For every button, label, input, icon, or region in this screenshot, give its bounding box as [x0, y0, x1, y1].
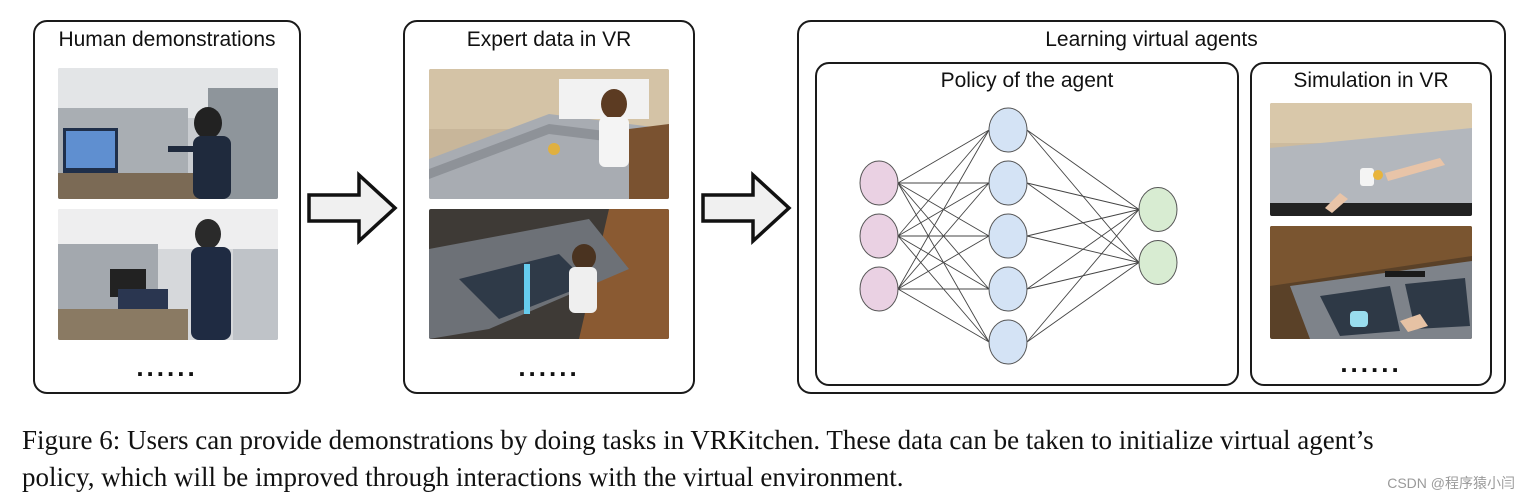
nn-hidden-node-0: [988, 107, 1028, 153]
simulation-title: Simulation in VR: [1293, 69, 1449, 92]
nn-edge-0-2-2: [897, 235, 990, 290]
figure-caption: Figure 6: Users can provide demonstratio…: [22, 422, 1512, 496]
nn-edge-0-2-4: [897, 288, 990, 343]
nn-edge-1-4-0: [1026, 209, 1140, 343]
simulation-photo-2: [1270, 226, 1472, 339]
expert-data-title: Expert data in VR: [466, 28, 632, 51]
nn-edge-1-1-0: [1026, 182, 1140, 210]
nn-edge-0-2-1: [897, 182, 990, 290]
nn-input-node-2: [859, 266, 899, 312]
policy-title: Policy of the agent: [940, 69, 1114, 92]
nn-hidden-node-4: [988, 319, 1028, 365]
nn-edge-0-2-0: [897, 129, 990, 290]
nn-edge-1-2-0: [1026, 209, 1140, 237]
nn-input-node-0: [859, 160, 899, 206]
caption-line-1: Figure 6: Users can provide demonstratio…: [22, 425, 1374, 455]
expert-data-panel: Expert data in VR ......: [403, 20, 695, 394]
watermark: CSDN @程序猿小闫: [1387, 475, 1515, 491]
human-demo-ellipsis: ......: [136, 352, 198, 382]
nn-edge-1-4-1: [1026, 262, 1140, 343]
human-demonstrations-panel: Human demonstrations ......: [33, 20, 301, 394]
learning-virtual-agents-panel: Learning virtual agents Policy of the ag…: [797, 20, 1506, 394]
human-demo-photo-1: [58, 68, 278, 199]
expert-data-photo-1: [429, 69, 669, 199]
nn-edge-0-0-0: [897, 129, 990, 184]
nn-output-node-0: [1138, 187, 1178, 232]
nn-edge-1-3-0: [1026, 209, 1140, 290]
nn-input-node-1: [859, 213, 899, 259]
nn-hidden-node-1: [988, 160, 1028, 206]
flow-arrow-1: [307, 171, 398, 245]
simulation-panel: Simulation in VR: [1250, 62, 1492, 386]
nn-hidden-node-2: [988, 213, 1028, 259]
simulation-ellipsis: ......: [1340, 348, 1402, 378]
nn-output-node-1: [1138, 240, 1178, 285]
policy-panel: Policy of the agent: [815, 62, 1239, 386]
nn-edge-1-0-0: [1026, 129, 1140, 210]
learning-virtual-agents-title: Learning virtual agents: [1045, 28, 1258, 51]
caption-line-2: policy, which will be improved through i…: [22, 462, 904, 492]
expert-data-ellipsis: ......: [518, 352, 580, 382]
simulation-photo-1: [1270, 103, 1472, 216]
human-demonstrations-title: Human demonstrations: [58, 28, 276, 51]
nn-hidden-node-3: [988, 266, 1028, 312]
nn-edge-0-1-0: [897, 129, 990, 237]
flow-arrow-2: [701, 171, 792, 245]
expert-data-photo-2: [429, 209, 669, 339]
human-demo-photo-2: [58, 209, 278, 340]
neural-network-diagram: [859, 107, 1178, 365]
